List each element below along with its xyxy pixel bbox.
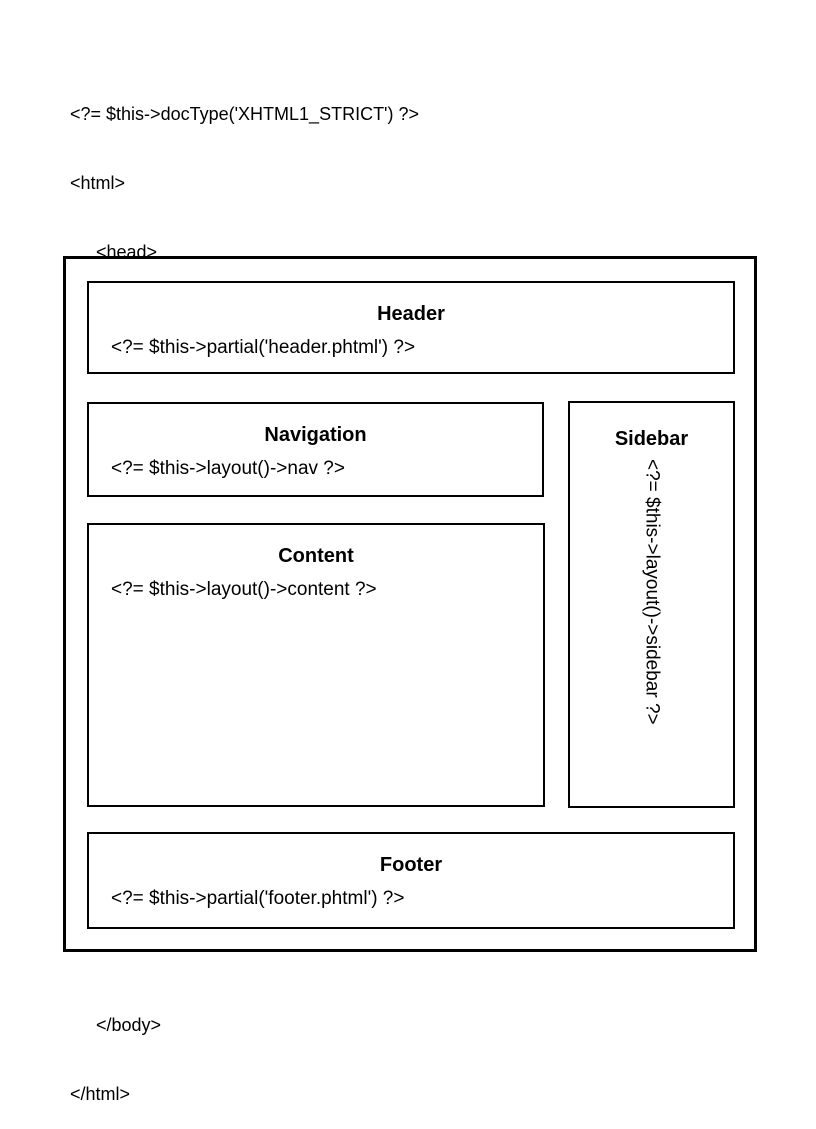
navigation-region-code: <?= $this->layout()->nav ?>: [111, 458, 345, 479]
body-layout-box: Header <?= $this->partial('header.phtml'…: [63, 256, 757, 952]
code-line-html-close: </html>: [70, 1084, 131, 1104]
navigation-region-title: Navigation: [264, 424, 367, 446]
sidebar-region-title: Sidebar: [614, 428, 689, 450]
code-line-doctype: <?= $this->docType('XHTML1_STRICT') ?>: [70, 104, 420, 124]
sidebar-region-box: Sidebar <?= $this->layout()->sidebar ?>: [568, 401, 735, 808]
header-region-box: Header <?= $this->partial('header.phtml'…: [87, 281, 735, 374]
sidebar-region-code: <?= $this->layout()->sidebar ?>: [641, 459, 663, 725]
layout-script-code-bottom: </body> </html>: [70, 968, 161, 1129]
header-region-title: Header: [377, 303, 445, 325]
navigation-region-box: Navigation <?= $this->layout()->nav ?>: [87, 402, 544, 497]
footer-region-box: Footer <?= $this->partial('footer.phtml'…: [87, 832, 735, 929]
code-line-body-close: </body>: [96, 1015, 162, 1035]
content-region-title: Content: [278, 545, 354, 567]
content-region-code: <?= $this->layout()->content ?>: [111, 579, 377, 600]
footer-region-code: <?= $this->partial('footer.phtml') ?>: [111, 888, 405, 909]
footer-region-title: Footer: [379, 854, 443, 876]
code-line-html-open: <html>: [70, 173, 126, 193]
header-region-code: <?= $this->partial('header.phtml') ?>: [111, 337, 416, 358]
content-region-box: Content <?= $this->layout()->content ?>: [87, 523, 545, 807]
